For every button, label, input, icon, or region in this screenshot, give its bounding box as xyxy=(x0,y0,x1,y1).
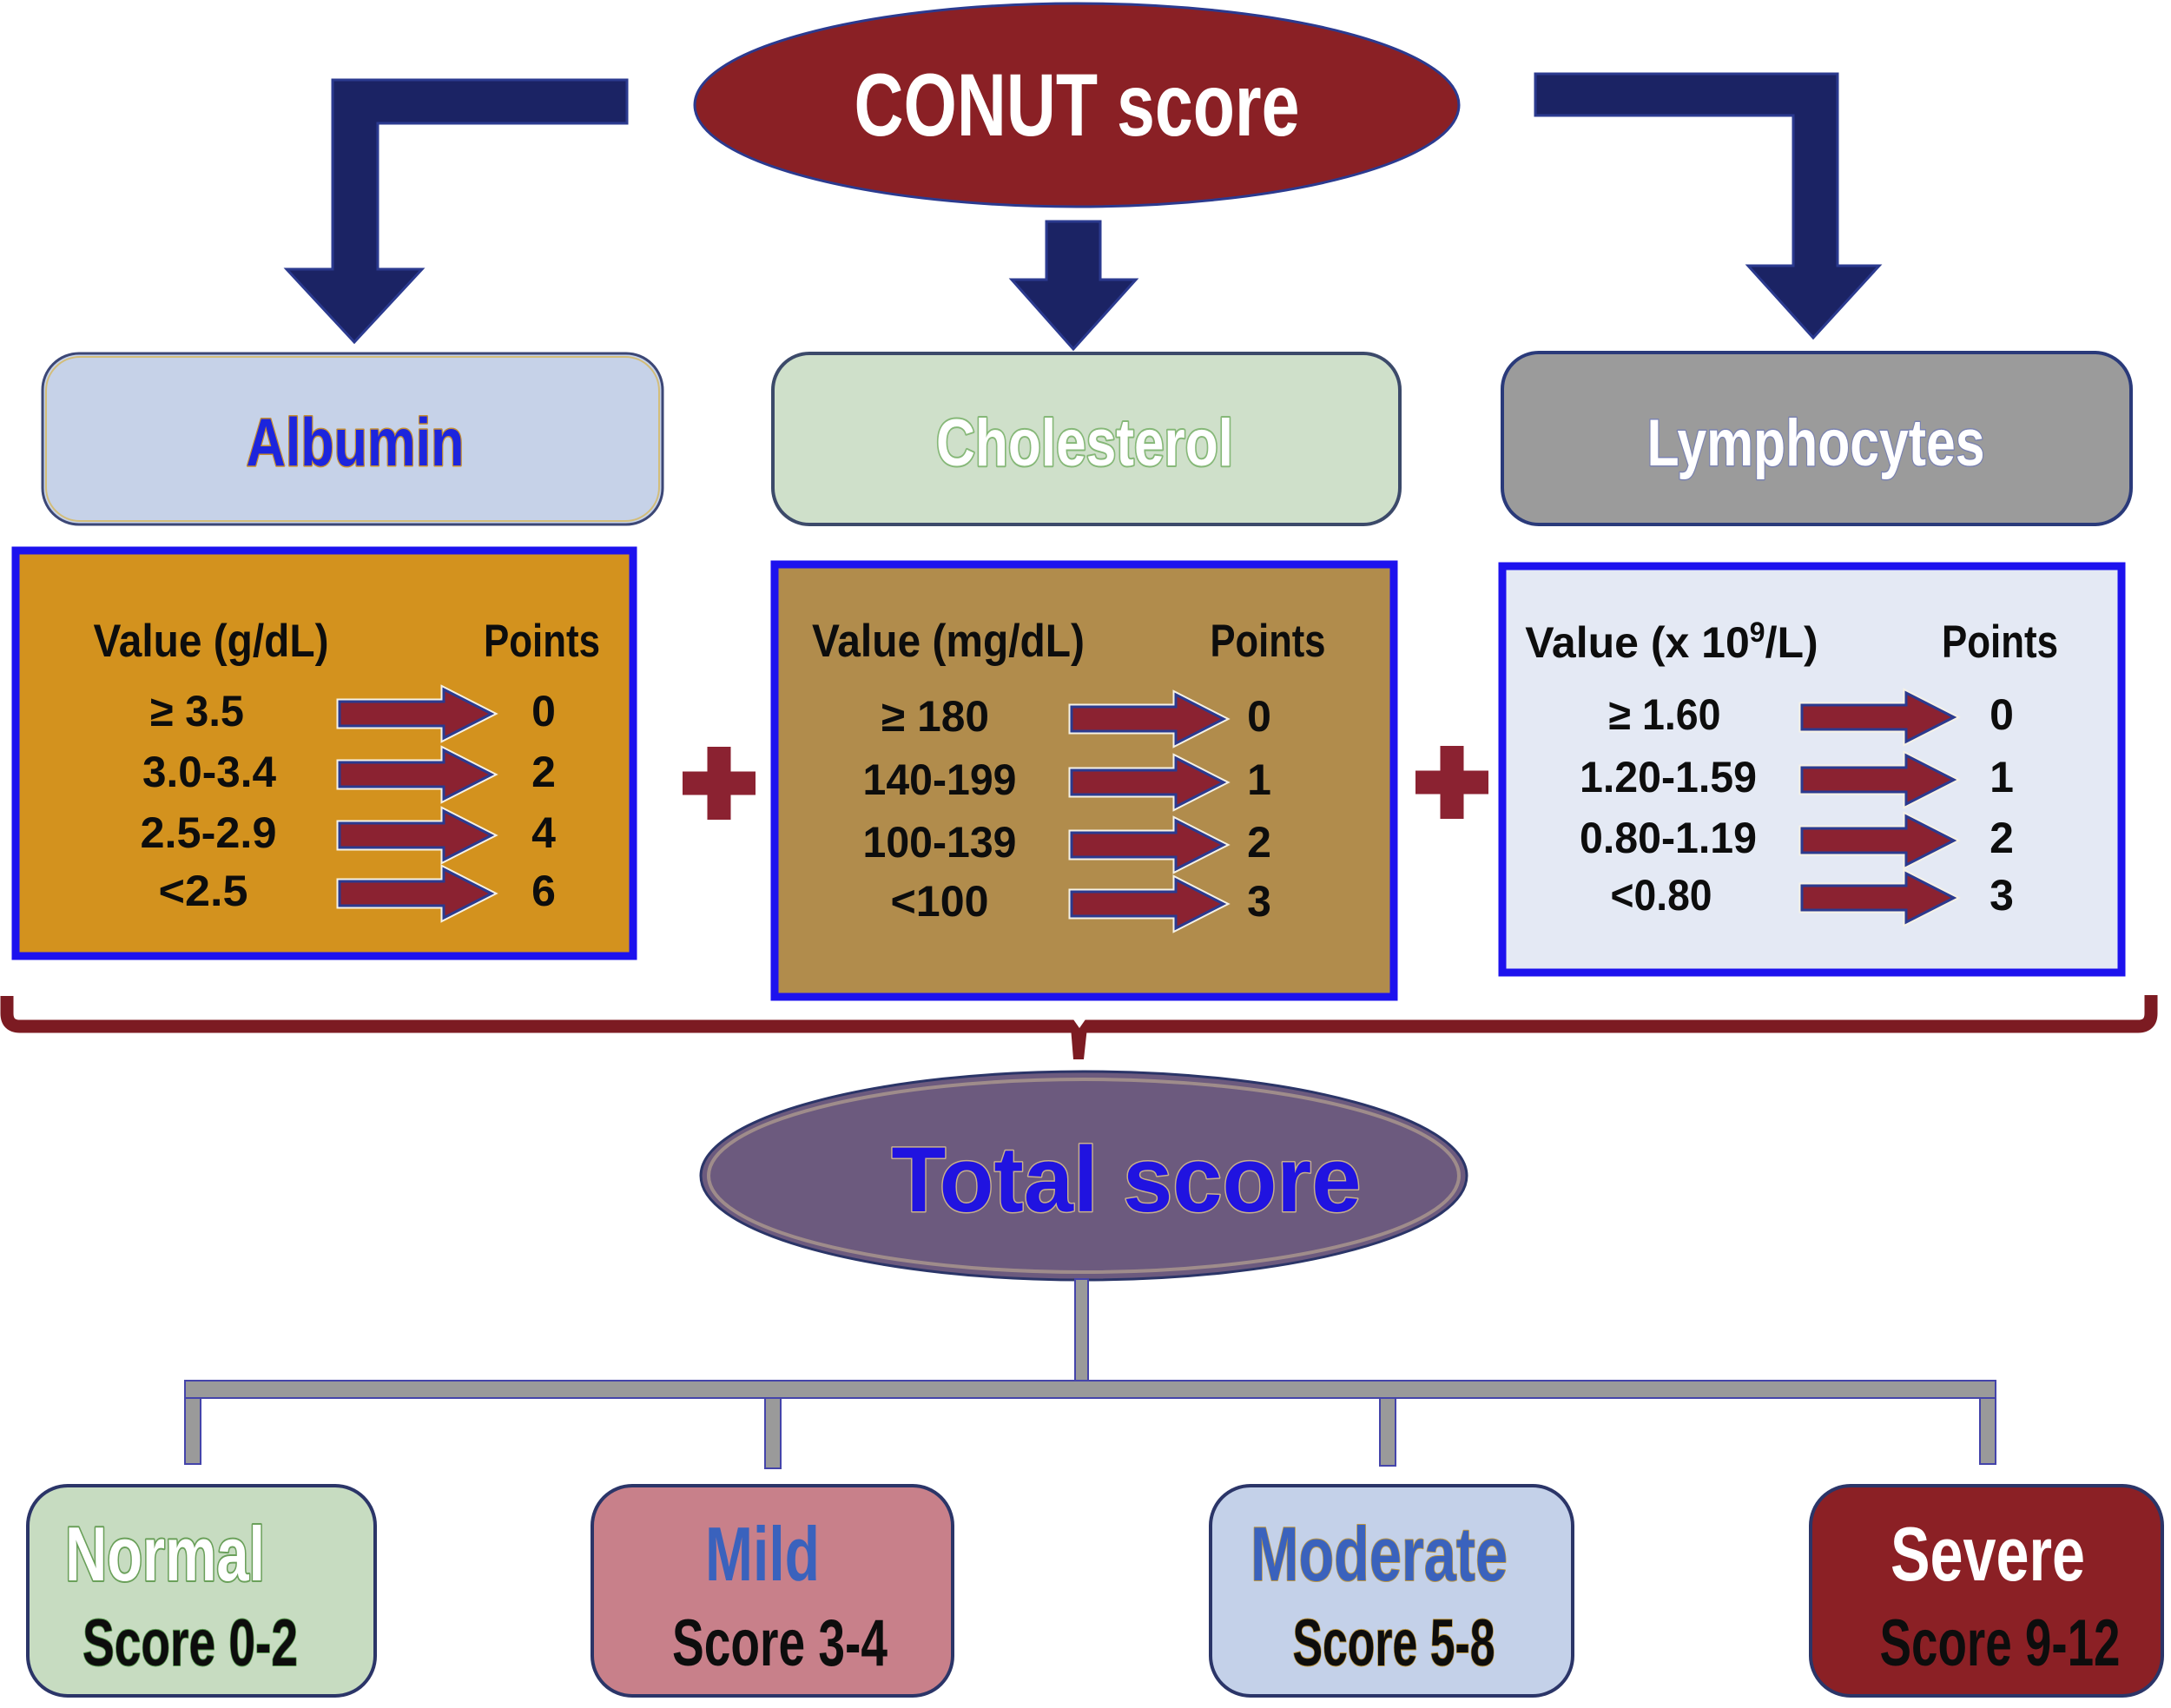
svg-text:Total score: Total score xyxy=(892,1127,1362,1231)
svg-text:0: 0 xyxy=(1990,690,2014,739)
svg-text:Score 9-12: Score 9-12 xyxy=(1880,1606,2121,1680)
svg-text:Score 3-4: Score 3-4 xyxy=(672,1606,888,1680)
svg-text:Mild: Mild xyxy=(705,1511,820,1597)
svg-text:Score 5-8: Score 5-8 xyxy=(1293,1606,1495,1680)
svg-text:Moderate: Moderate xyxy=(1250,1511,1508,1597)
svg-text:2: 2 xyxy=(1247,818,1271,867)
svg-text:≥ 1.60: ≥ 1.60 xyxy=(1609,690,1721,739)
svg-text:1: 1 xyxy=(1990,753,2014,801)
svg-text:Normal: Normal xyxy=(65,1511,265,1597)
svg-text:Points: Points xyxy=(1211,616,1326,667)
svg-text:Value (g/dL): Value (g/dL) xyxy=(94,616,329,667)
svg-text:3: 3 xyxy=(1990,871,2014,920)
svg-text:Points: Points xyxy=(1942,617,2058,668)
svg-text:<2.5: <2.5 xyxy=(159,867,248,915)
svg-text:≥ 3.5: ≥ 3.5 xyxy=(150,687,244,735)
svg-text:0.80-1.19: 0.80-1.19 xyxy=(1580,814,1757,862)
svg-text:Points: Points xyxy=(484,616,600,667)
svg-text:2.5-2.9: 2.5-2.9 xyxy=(141,808,277,857)
svg-text:0: 0 xyxy=(1247,692,1271,741)
svg-text:<0.80: <0.80 xyxy=(1611,871,1712,920)
svg-text:Severe: Severe xyxy=(1891,1511,2085,1597)
svg-text:1: 1 xyxy=(1247,755,1271,804)
svg-text:2: 2 xyxy=(531,748,556,796)
svg-text:Value (x 109/L): Value (x 109/L) xyxy=(1525,617,1818,667)
svg-text:2: 2 xyxy=(1990,814,2014,862)
svg-text:4: 4 xyxy=(531,808,556,857)
svg-text:Cholesterol: Cholesterol xyxy=(936,406,1233,480)
svg-text:<100: <100 xyxy=(891,877,989,926)
svg-text:6: 6 xyxy=(531,867,556,915)
svg-text:140-199: 140-199 xyxy=(863,755,1017,804)
svg-text:≥ 180: ≥ 180 xyxy=(881,692,989,741)
svg-text:Score 0-2: Score 0-2 xyxy=(82,1606,298,1680)
svg-text:CONUT score: CONUT score xyxy=(855,56,1300,155)
svg-text:Value (mg/dL): Value (mg/dL) xyxy=(812,616,1085,667)
svg-text:Albumin: Albumin xyxy=(247,404,465,480)
svg-text:3.0-3.4: 3.0-3.4 xyxy=(142,748,276,796)
svg-text:0: 0 xyxy=(531,687,556,735)
svg-text:Lymphocytes: Lymphocytes xyxy=(1647,406,1985,480)
svg-text:1.20-1.59: 1.20-1.59 xyxy=(1580,753,1757,801)
svg-text:100-139: 100-139 xyxy=(863,818,1017,867)
svg-text:3: 3 xyxy=(1247,877,1271,926)
